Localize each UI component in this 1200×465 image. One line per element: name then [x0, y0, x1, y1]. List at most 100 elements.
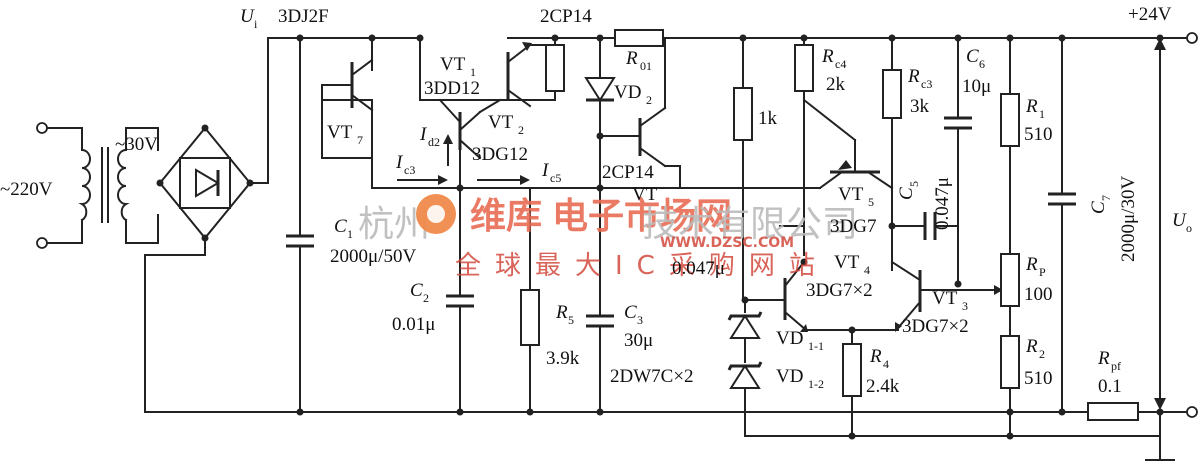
- label-ui-sub: i: [254, 17, 258, 31]
- potentiometer-rp[interactable]: [1000, 253, 1020, 307]
- label-c6-val: 10μ: [962, 76, 991, 97]
- resistor-r1: [1000, 93, 1020, 147]
- label-id2: I: [419, 124, 428, 145]
- label-r1: R: [1025, 96, 1038, 117]
- label-c1-sub: 1: [347, 227, 353, 241]
- label-ic5-sub: c5: [550, 171, 561, 185]
- label-2cp14-mid: 2CP14: [602, 162, 654, 183]
- labels: ~220V ~30V U i 3DJ2F VT 7 VT 1 3DD12 VT …: [0, 4, 1192, 397]
- label-2dw7c: 2DW7C×2: [610, 366, 694, 387]
- label-vt-partial: VT: [632, 184, 658, 205]
- ac-input: [36, 122, 83, 249]
- label-plus-24v: +24V: [1128, 4, 1172, 25]
- resistor-r01: [614, 29, 664, 47]
- label-rpf-val: 0.1: [1098, 376, 1122, 397]
- watermark-slogan: 全球最大IC采购网站: [455, 251, 829, 281]
- label-c3-sub: 3: [637, 313, 643, 327]
- label-vt1: VT: [440, 54, 466, 75]
- label-rc4: R: [821, 46, 834, 67]
- label-vt3-sub: 3: [962, 299, 968, 313]
- label-c3-val: 30μ: [624, 330, 653, 351]
- label-c7: C: [1088, 201, 1109, 214]
- label-r5-sub: 5: [568, 313, 574, 327]
- label-c5-sub: 5: [907, 181, 921, 187]
- voltage-divider: [1000, 37, 1020, 413]
- diode-vd2: [584, 37, 616, 189]
- label-vt7-sub: 7: [357, 133, 363, 147]
- watermark-url: WWW.DZSC.COM: [660, 235, 794, 251]
- label-vd2: VD: [614, 82, 641, 103]
- label-vd12-sub: 1-2: [808, 377, 824, 391]
- resistor-r5: [520, 187, 540, 413]
- resistor-1k: [733, 37, 753, 301]
- label-3dj2f: 3DJ2F: [278, 6, 329, 27]
- label-3dg12: 3DG12: [472, 144, 528, 165]
- resistor-rc3: [882, 37, 902, 271]
- label-vt5-type: 3DG7: [830, 216, 876, 237]
- label-c5-val: 0.047μ: [932, 177, 953, 230]
- capacitor-c3: [586, 187, 614, 413]
- label-r5: R: [555, 302, 568, 323]
- resistor-r2: [1000, 335, 1020, 389]
- transformer: [78, 127, 159, 244]
- label-rc4-sub: c4: [835, 57, 846, 71]
- label-c6: C: [966, 46, 979, 67]
- label-c2-val: 0.01μ: [392, 314, 435, 335]
- label-vt2: VT: [488, 112, 514, 133]
- label-uo: U: [1172, 210, 1187, 231]
- capacitor-c5: [888, 212, 959, 240]
- label-1k: 1k: [758, 108, 778, 129]
- label-r01-sub: 01: [640, 59, 652, 73]
- label-ac-in: ~220V: [0, 179, 53, 200]
- transistor-vt7: [321, 37, 374, 189]
- label-rp: R: [1025, 254, 1038, 275]
- label-vd2-sub: 2: [646, 93, 652, 107]
- label-r4: R: [869, 346, 882, 367]
- capacitor-c6: [944, 37, 972, 288]
- label-r1-val: 510: [1024, 124, 1053, 145]
- label-ui: U: [240, 6, 255, 27]
- label-c7-val: 2000μ/30V: [1118, 176, 1139, 262]
- label-rp-val: 100: [1024, 284, 1053, 305]
- label-rc3: R: [907, 66, 920, 87]
- label-rc3-sub: c3: [921, 77, 932, 91]
- label-id2-sub: d2: [428, 135, 440, 149]
- label-rpf-sub: pf: [1111, 359, 1121, 373]
- label-ic3: I: [395, 152, 404, 173]
- label-047-left: 0.047μ: [672, 258, 725, 279]
- label-r4-sub: 4: [883, 357, 889, 371]
- watermark-gray-right: 技术有限公司: [642, 204, 858, 245]
- label-c1: C: [334, 216, 347, 237]
- label-vd11: VD: [776, 328, 803, 349]
- label-r2-sub: 2: [1039, 347, 1045, 361]
- label-c6-sub: 6: [979, 57, 985, 71]
- ac-terminal-bottom: [36, 237, 48, 249]
- capacitor-c7: [1048, 37, 1076, 413]
- label-vt4-sub: 4: [864, 263, 870, 277]
- label-vt5-sub: 5: [868, 195, 874, 209]
- label-r4-val: 2.4k: [866, 376, 900, 397]
- output-terminal-plus: [1186, 32, 1198, 44]
- label-vd12: VD: [776, 366, 803, 387]
- label-r01: R: [625, 48, 638, 69]
- label-vt1-sub: 1: [470, 65, 476, 79]
- drive-line: [371, 175, 821, 192]
- label-vt3: VT: [932, 288, 958, 309]
- transistor-vt5: [802, 98, 894, 190]
- label-vd11-sub: 1-1: [808, 339, 824, 353]
- capacitor-c1: [286, 37, 314, 413]
- bridge-rectifier: [144, 37, 301, 413]
- label-vt2-sub: 2: [518, 123, 524, 137]
- label-vt4-type: 3DG7×2: [806, 280, 873, 301]
- label-rpf: R: [1097, 348, 1110, 369]
- label-uo-sub: o: [1186, 221, 1192, 235]
- watermark-brand: 维库: [470, 196, 542, 237]
- label-c2: C: [410, 280, 423, 301]
- label-vt4: VT: [834, 252, 860, 273]
- label-c3: C: [624, 302, 637, 323]
- zener-vd1: [727, 299, 763, 421]
- label-2cp14-top: 2CP14: [540, 6, 592, 27]
- label-c2-sub: 2: [423, 291, 429, 305]
